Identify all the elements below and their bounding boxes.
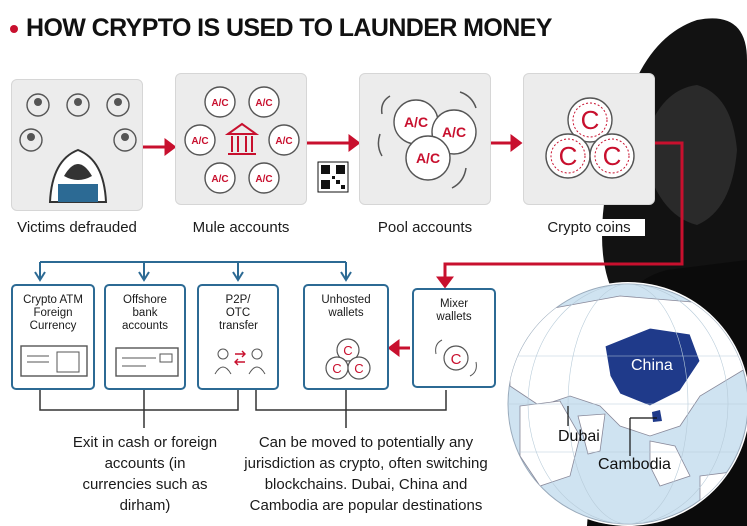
map-label-cambodia: Cambodia [598,456,671,473]
victims-icon [19,93,137,203]
mule-accounts-icon: A/C A/C A/C A/C A/C A/C [184,86,300,194]
stage-label-victims: Victims defrauded [17,219,137,236]
china-region [604,327,701,407]
coin-symbol: C [354,361,363,376]
account-tag: A/C [416,150,440,166]
title-bullet-icon [10,24,18,33]
stage-mule-accounts: A/C A/C A/C A/C A/C A/C [175,73,307,205]
map-label-dubai: Dubai [558,428,600,445]
swirl-arrow-icon [380,95,391,115]
account-tag: A/C [275,136,292,147]
coin-symbol: C [581,105,600,135]
exit-label-p2p-otc: P2P/ OTC transfer [219,294,258,332]
stage-pool-accounts: A/C A/C A/C [359,73,491,205]
qr-code-icon [317,161,349,193]
account-tag: A/C [191,136,208,147]
account-tag: A/C [255,174,272,185]
coin-symbol: C [343,343,352,358]
coin-symbol: C [332,361,341,376]
coin-symbol: C [559,141,578,171]
p2p-exchange-icon [214,348,266,375]
account-tag: A/C [404,114,428,130]
crypto-coins-icon: C C C [545,97,635,179]
stage-crypto-coins: C C C [523,73,655,205]
account-tag: A/C [211,98,228,109]
exit-p2p-otc: P2P/ OTC transfer [197,284,279,390]
coin-symbol: C [603,141,622,171]
page-title: HOW CRYPTO IS USED TO LAUNDER MONEY [26,14,552,42]
exit-label-unhosted-wallets: Unhosted wallets [321,294,371,319]
arrow-3-icon [510,134,523,152]
mixer-wallet-icon: C [435,339,477,377]
bank-icon [224,122,260,155]
cheque-icon [115,347,179,377]
account-tag: A/C [255,98,272,109]
note-crypto-exit: Can be moved to potentially any jurisdic… [244,434,488,514]
arrow-down-icon [436,276,454,289]
arrow-2-icon [348,134,361,152]
pool-accounts-icon: A/C A/C A/C [377,91,477,189]
exit-label-crypto-atm: Crypto ATM Foreign Currency [23,294,83,332]
arrow-1-icon [164,138,177,156]
cambodia-region [652,410,662,422]
account-tag: A/C [442,124,466,140]
atm-icon [20,345,88,377]
stage-label-mule-accounts: Mule accounts [192,219,290,236]
map-label-china: China [631,357,673,374]
coin-symbol: C [451,351,462,368]
stage-victims [11,79,143,211]
exit-crypto-atm: Crypto ATM Foreign Currency [11,284,95,390]
stage-label-pool-accounts: Pool accounts [377,219,473,236]
arrow-left-icon [387,339,400,357]
world-globe-map [506,282,747,526]
stage-label-crypto-coins: Crypto coins [533,219,645,236]
note-cash-exit: Exit in cash or foreign accounts (in cur… [72,434,218,514]
title-row: HOW CRYPTO IS USED TO LAUNDER MONEY [10,14,552,43]
exit-offshore-bank: Offshore bank accounts [104,284,186,390]
exit-label-offshore-bank: Offshore bank accounts [121,294,169,332]
exit-mixer-wallets: Mixer wallets C [412,288,496,388]
exit-label-mixer-wallets: Mixer wallets [436,298,472,323]
account-tag: A/C [211,174,228,185]
